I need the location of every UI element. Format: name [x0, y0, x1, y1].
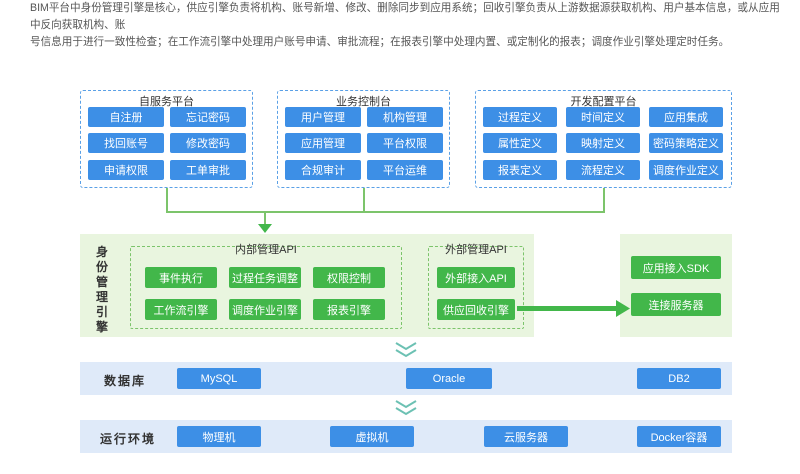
- self-service-title: 自服务平台: [139, 96, 194, 108]
- password-policy-def-button[interactable]: 密码策略定义: [649, 133, 723, 153]
- db2-button[interactable]: DB2: [637, 368, 721, 389]
- app-sdk-button[interactable]: 应用接入SDK: [631, 256, 721, 279]
- change-password-button[interactable]: 修改密码: [170, 133, 246, 153]
- database-label: 数据库: [104, 374, 147, 388]
- intro-line-1: BIM平台中身份管理引擎是核心，供应引擎负责将机构、账号新增、修改、删除同步到应…: [30, 2, 780, 31]
- process-def-button[interactable]: 过程定义: [483, 107, 557, 127]
- recover-account-button[interactable]: 找回账号: [88, 133, 164, 153]
- physical-machine-button[interactable]: 物理机: [177, 426, 261, 447]
- schedule-job-def-button[interactable]: 调度作业定义: [649, 160, 723, 180]
- platform-ops-button[interactable]: 平台运维: [367, 160, 443, 180]
- schedule-engine-button[interactable]: 调度作业引擎: [229, 299, 301, 320]
- compliance-audit-button[interactable]: 合规审计: [285, 160, 361, 180]
- event-exec-button[interactable]: 事件执行: [145, 267, 217, 288]
- connector-business-console: [363, 188, 365, 212]
- app-integration-button[interactable]: 应用集成: [649, 107, 723, 127]
- docker-container-button[interactable]: Docker容器: [637, 426, 721, 447]
- platform-permission-button[interactable]: 平台权限: [367, 133, 443, 153]
- ticket-approval-button[interactable]: 工单审批: [170, 160, 246, 180]
- connector-dev-config: [603, 188, 605, 212]
- mapping-def-button[interactable]: 映射定义: [566, 133, 640, 153]
- report-engine-button[interactable]: 报表引擎: [313, 299, 385, 320]
- forgot-password-button[interactable]: 忘记密码: [170, 107, 246, 127]
- connector-down: [264, 211, 266, 227]
- attribute-def-button[interactable]: 属性定义: [483, 133, 557, 153]
- business-console-title: 业务控制台: [336, 96, 391, 108]
- report-def-button[interactable]: 报表定义: [483, 160, 557, 180]
- connector-arrow-down-icon: [258, 224, 272, 233]
- identity-engine-label: 身 份 管 理 引 擎: [95, 245, 108, 334]
- cloud-server-button[interactable]: 云服务器: [484, 426, 568, 447]
- connect-server-button[interactable]: 连接服务器: [631, 293, 721, 316]
- provision-recycle-engine-button[interactable]: 供应回收引擎: [437, 299, 515, 320]
- dev-config-title: 开发配置平台: [570, 96, 637, 108]
- org-management-button[interactable]: 机构管理: [367, 107, 443, 127]
- request-permission-button[interactable]: 申请权限: [88, 160, 164, 180]
- internal-api-panel: 内部管理API 事件执行 过程任务调整 权限控制 工作流引擎 调度作业引擎 报表…: [130, 244, 402, 329]
- internal-api-title: 内部管理API: [235, 244, 297, 256]
- connector-self-service: [166, 188, 168, 212]
- time-def-button[interactable]: 时间定义: [566, 107, 640, 127]
- connect-arrow-line: [517, 306, 620, 311]
- intro-text: BIM平台中身份管理引擎是核心，供应引擎负责将机构、账号新增、修改、删除同步到应…: [30, 0, 790, 51]
- connect-arrow-right-icon: [616, 300, 630, 317]
- runtime-label: 运行环境: [100, 432, 157, 446]
- self-register-button[interactable]: 自注册: [88, 107, 164, 127]
- dev-config-panel: 开发配置平台 过程定义 时间定义 应用集成 属性定义 映射定义 密码策略定义 报…: [475, 90, 732, 188]
- external-api-title: 外部管理API: [445, 244, 507, 256]
- connector-horizontal: [166, 211, 605, 213]
- chevron-down-icon: [395, 342, 417, 358]
- mysql-button[interactable]: MySQL: [177, 368, 261, 389]
- oracle-button[interactable]: Oracle: [406, 368, 492, 389]
- virtual-machine-button[interactable]: 虚拟机: [330, 426, 414, 447]
- external-api-panel: 外部管理API 外部接入API 供应回收引擎: [428, 244, 524, 329]
- workflow-engine-button[interactable]: 工作流引擎: [145, 299, 217, 320]
- permission-control-button[interactable]: 权限控制: [313, 267, 385, 288]
- intro-line-2: 号信息用于进行一致性检查；在工作流引擎中处理用户账号申请、审批流程；在报表引擎中…: [30, 36, 730, 48]
- app-management-button[interactable]: 应用管理: [285, 133, 361, 153]
- business-console-panel: 业务控制台 用户管理 机构管理 应用管理 平台权限 合规审计 平台运维: [277, 90, 450, 188]
- side-engine-area: [620, 234, 732, 337]
- workflow-def-button[interactable]: 流程定义: [566, 160, 640, 180]
- user-management-button[interactable]: 用户管理: [285, 107, 361, 127]
- chevron-down-icon-2: [395, 400, 417, 416]
- self-service-panel: 自服务平台 自注册 忘记密码 找回账号 修改密码 申请权限 工单审批: [80, 90, 253, 188]
- process-task-adjust-button[interactable]: 过程任务调整: [229, 267, 301, 288]
- external-access-api-button[interactable]: 外部接入API: [437, 267, 515, 288]
